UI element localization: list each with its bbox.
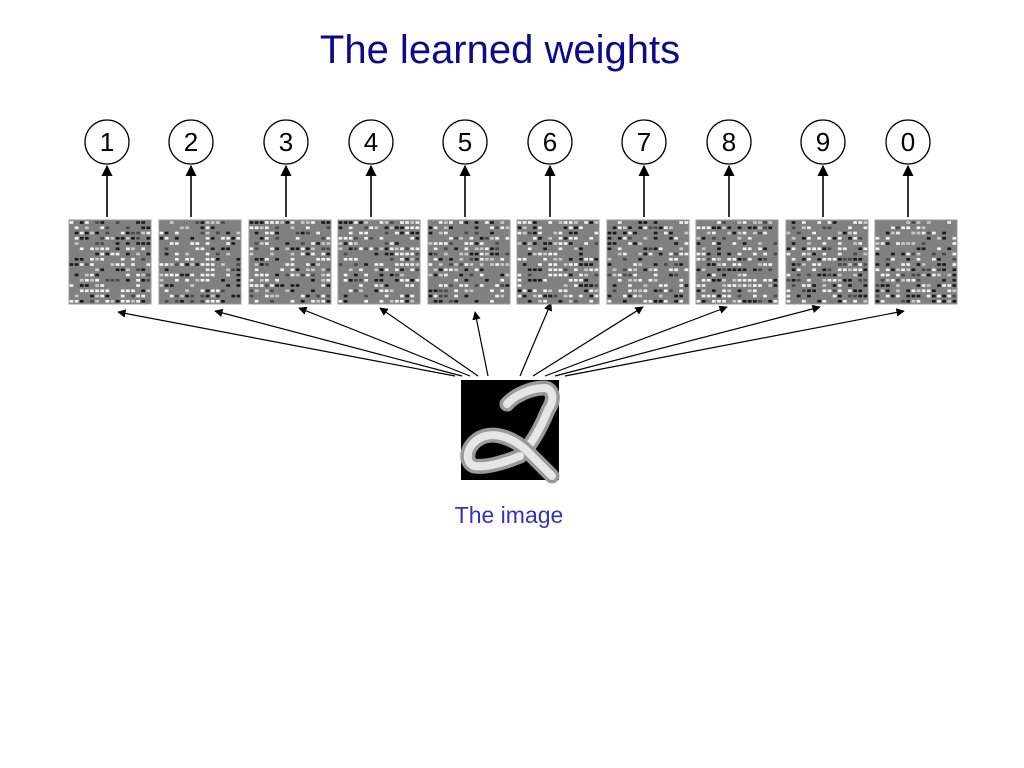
- up-arrows: [101, 164, 914, 217]
- output-node-3: 3: [263, 119, 309, 165]
- arrow-to-weight-7: [532, 306, 644, 377]
- output-node-7: 7: [621, 119, 667, 165]
- weight-image-9: [785, 219, 869, 305]
- node-label: 1: [100, 127, 114, 157]
- arrow-to-weight-1: [117, 309, 456, 377]
- weight-image-8: [695, 219, 779, 305]
- node-circle: [348, 119, 394, 165]
- node-label: 3: [279, 127, 293, 157]
- output-node-9: 9: [800, 119, 846, 165]
- node-circle: [800, 119, 846, 165]
- weight-image-0: [874, 219, 958, 305]
- weight-image-4: [337, 219, 421, 305]
- output-node-4: 4: [348, 119, 394, 165]
- weight-image-7: [606, 219, 690, 305]
- weight-image-1: [68, 219, 152, 305]
- node-circle: [263, 119, 309, 165]
- slide-title: The learned weights: [319, 28, 681, 72]
- node-label: 6: [543, 127, 557, 157]
- node-circle: [84, 119, 130, 165]
- output-node-1: 1: [84, 119, 130, 165]
- node-circle: [706, 119, 752, 165]
- output-node-6: 6: [527, 119, 573, 165]
- arrow-to-weight-6: [519, 302, 552, 377]
- node-circle: [621, 119, 667, 165]
- node-label: 8: [722, 127, 736, 157]
- node-label: 0: [901, 127, 915, 157]
- arrow-to-weight-8: [544, 305, 728, 377]
- node-circle: [168, 119, 214, 165]
- arrow-to-weight-3: [298, 306, 471, 377]
- weight-image-3: [248, 219, 332, 305]
- node-circle: [527, 119, 573, 165]
- input-digit-image: [460, 380, 560, 484]
- output-node-0: 0: [885, 119, 931, 165]
- weight-image-2: [158, 219, 242, 305]
- output-node-5: 5: [442, 119, 488, 165]
- arrow-to-weight-5: [472, 311, 489, 377]
- node-label: 7: [637, 127, 651, 157]
- digit-stroke: [463, 431, 556, 480]
- arrow-to-weight-0: [564, 308, 905, 377]
- output-nodes: 1 2 3 4 5 6 7 8 9 0: [84, 119, 931, 165]
- arrow-to-weight-2: [214, 308, 463, 377]
- weight-image-6: [516, 219, 600, 305]
- output-node-2: 2: [168, 119, 214, 165]
- node-label: 9: [816, 127, 830, 157]
- node-label: 4: [364, 127, 378, 157]
- arrow-to-weight-9: [554, 304, 821, 377]
- node-label: 5: [458, 127, 472, 157]
- node-label: 2: [184, 127, 198, 157]
- weight-images: [68, 219, 958, 305]
- image-caption: The image: [454, 502, 564, 528]
- node-circle: [885, 119, 931, 165]
- node-circle: [442, 119, 488, 165]
- output-node-8: 8: [706, 119, 752, 165]
- fan-arrows: [117, 302, 905, 377]
- digit-stroke: [503, 384, 557, 460]
- weight-image-5: [427, 219, 511, 305]
- arrow-to-weight-4: [379, 307, 479, 377]
